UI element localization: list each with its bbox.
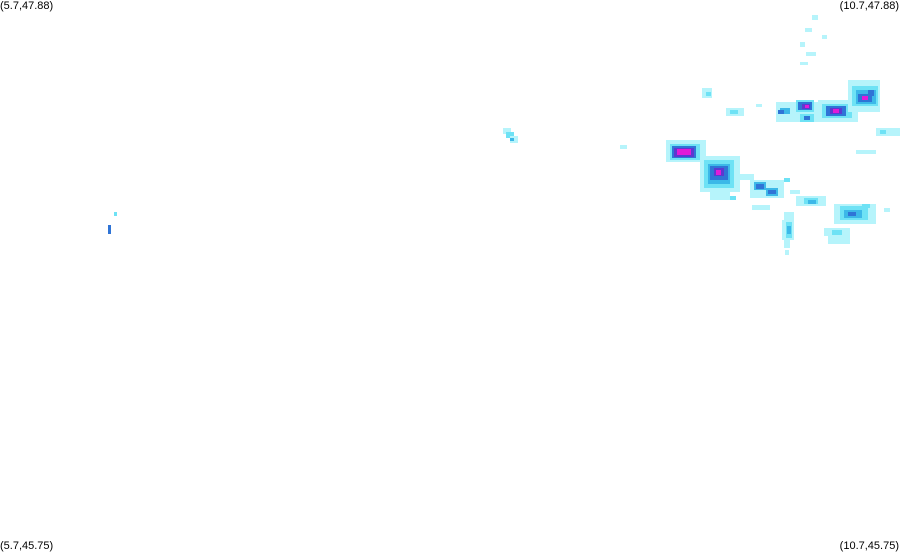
- echo-cluster-west: [108, 212, 117, 234]
- echo-cluster-center: [503, 128, 627, 149]
- corner-coordinate-bottom-left: (5.7,45.75): [0, 540, 54, 552]
- corner-coordinate-bottom-right: (10.7,45.75): [839, 540, 899, 552]
- corner-coordinate-top-right: (10.7,47.88): [839, 0, 899, 12]
- corner-coordinate-top-left: (5.7,47.88): [0, 0, 54, 12]
- echo-cluster-east: [666, 15, 900, 255]
